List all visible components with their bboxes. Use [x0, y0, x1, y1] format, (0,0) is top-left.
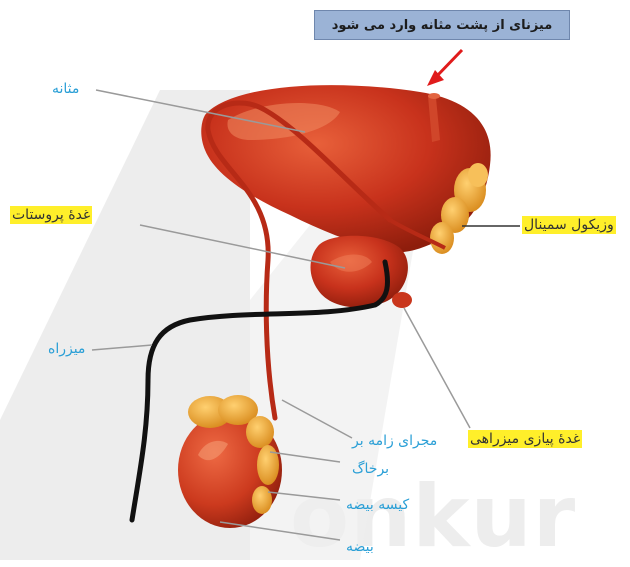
label-vas-deferens: مجرای زامه بر [352, 432, 437, 450]
callout-arrow [435, 50, 462, 78]
ureter-callout-box: میزنای از پشت مثانه وارد می شود [314, 10, 570, 40]
ureter-callout-text: میزنای از پشت مثانه وارد می شود [332, 18, 553, 33]
label-testis: بیضه [346, 538, 374, 556]
leader-bulbourethral [404, 308, 470, 428]
label-bulbourethral: غدهٔ پیازی میزراهی [468, 430, 582, 448]
label-prostate: غدهٔ پروستات [10, 206, 92, 224]
label-epididymis: برخاگ [352, 460, 389, 478]
label-urethra: میزراه [48, 340, 85, 358]
label-scrotum: کیسه بیضه [346, 496, 409, 514]
label-seminal-vesicle: وزیکول سمینال [522, 216, 616, 234]
label-bladder: مثانه [52, 80, 79, 98]
ureter-tip [428, 93, 440, 99]
bulbourethral-shape [392, 292, 412, 308]
